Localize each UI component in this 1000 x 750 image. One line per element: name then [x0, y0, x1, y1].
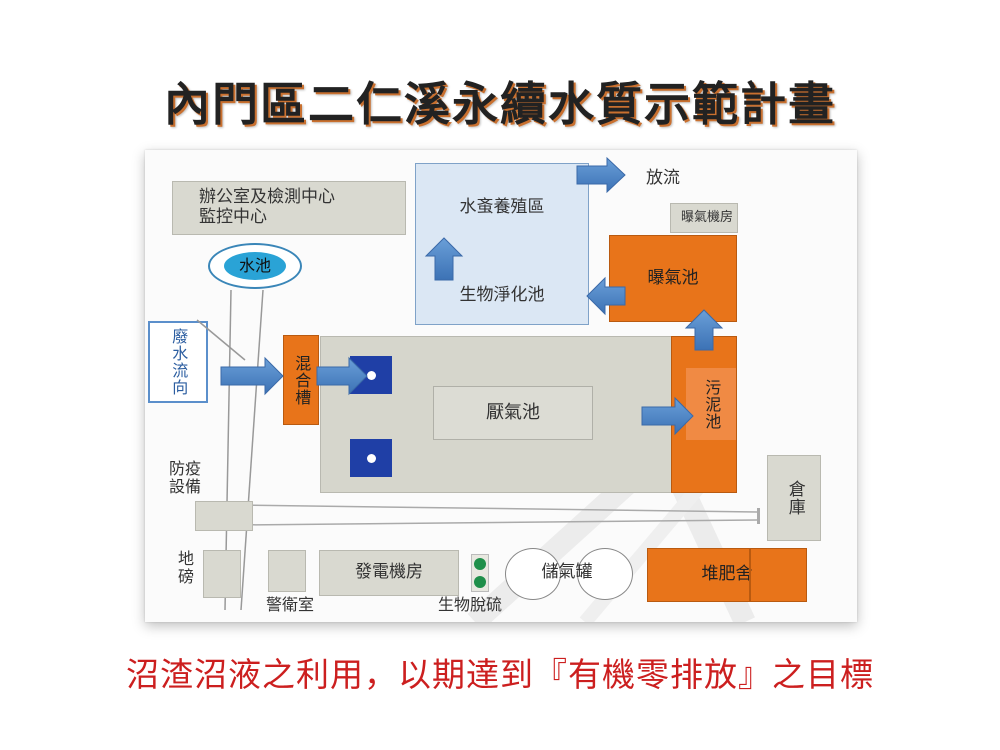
road-lines [196, 289, 760, 611]
compost-house-label: 堆肥舍 [701, 564, 753, 585]
desulfurization-unit [471, 554, 489, 592]
office-building: 辦公室及檢測中心 監控中心 [172, 181, 406, 235]
weighbridge-label: 地磅 [177, 548, 194, 586]
compost-house: 堆肥舍 [647, 548, 807, 602]
generator-room: 發電機房 [319, 550, 459, 596]
flow-arrows [220, 156, 724, 436]
pond-outline: 水池 [208, 243, 302, 289]
compost-divider [749, 548, 751, 602]
digester-tank-2 [350, 439, 392, 477]
sludge-pool: 污泥池 [686, 368, 736, 440]
discharge-label: 放流 [646, 168, 680, 189]
warehouse: 倉庫 [767, 455, 821, 541]
epidemic-prevention-label: 防疫設備 [168, 458, 201, 496]
pond: 水池 [224, 252, 286, 280]
digester-dot-1 [366, 370, 376, 380]
wastewater-direction-label: 廢水流向 [148, 321, 208, 403]
gas-tank-label: 儲氣罐 [541, 562, 593, 583]
arrow-into-mixing-tank [220, 356, 284, 396]
blower-room: 曝氣機房 [670, 203, 738, 233]
clam-farm: 水蚉養殖區 [459, 197, 545, 218]
gas-tank-1 [505, 548, 561, 600]
arrow-aeration-to-bio [586, 276, 626, 316]
arrow-discharge [576, 156, 626, 194]
arrow-bio-to-clam [424, 237, 464, 281]
digester-dot-2 [366, 453, 376, 463]
caption: 沼渣沼液之利用，以期達到『有機零排放』之目標 [126, 655, 874, 694]
page-title: 內門區二仁溪永續水質示範計畫 [164, 77, 836, 131]
bio-purification-pool: 生物淨化池 [459, 285, 545, 306]
weighbridge [203, 550, 241, 598]
desulfur-light-2 [474, 576, 486, 588]
blower-room-label: 曝氣機房 [681, 209, 734, 225]
gas-tank-2 [577, 548, 633, 600]
anaerobic-pool: 厭氣池 [433, 386, 593, 440]
arrow-into-sludge [641, 396, 694, 436]
guard-room [268, 550, 306, 592]
facility-diagram: 辦公室及檢測中心 監控中心 水池 廢水流向 混合槽 厭氣池 污泥池 水蚉養殖區 … [145, 150, 857, 622]
desulfur-light-1 [474, 558, 486, 570]
epidemic-prevention-facility [195, 501, 253, 531]
desulfurization-label: 生物脫硫 [437, 594, 502, 614]
arrow-mixing-to-digester [316, 356, 368, 396]
aeration-pool: 曝氣池 [609, 235, 737, 322]
arrow-sludge-to-aeration [684, 309, 724, 351]
guard-room-label: 警衛室 [265, 594, 314, 614]
